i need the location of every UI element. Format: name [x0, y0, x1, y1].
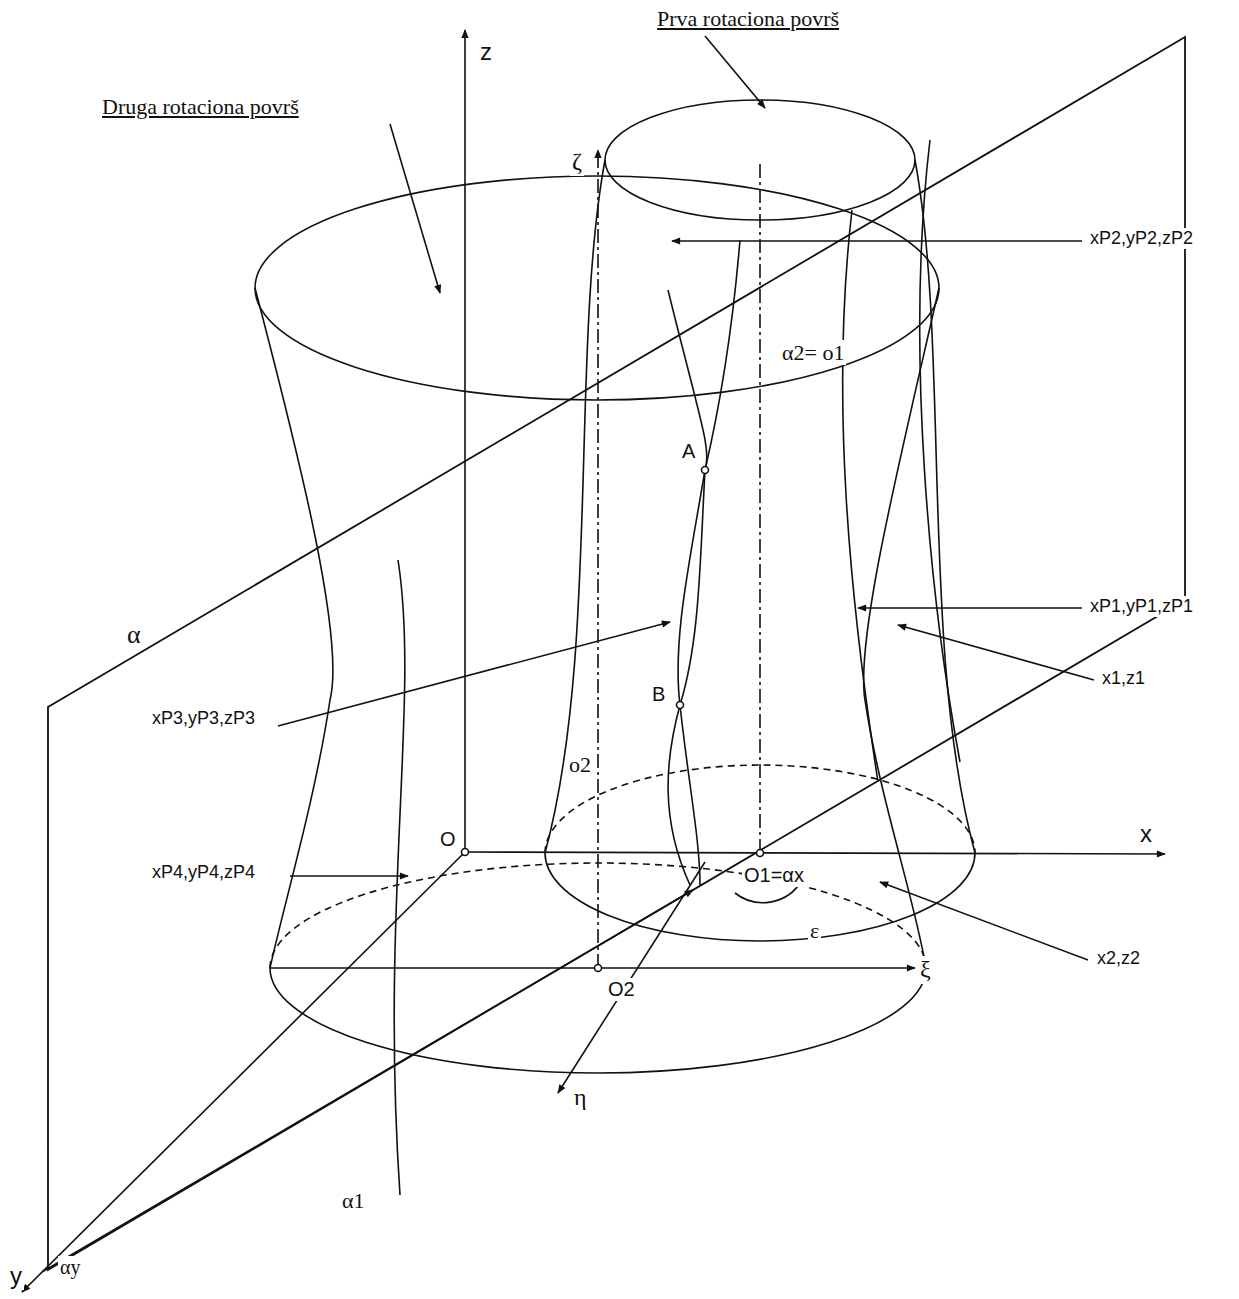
coordinate-label: xP1,yP1,zP1 — [1088, 596, 1195, 617]
plane-label: α1 — [340, 1188, 367, 1213]
plane-label: αy — [58, 1256, 82, 1279]
point-label: O — [438, 828, 458, 851]
axis-label: η — [572, 1084, 589, 1112]
plane-label: α — [125, 620, 143, 650]
coordinate-label: xP2,yP2,zP2 — [1088, 228, 1195, 249]
axis-label: x — [1138, 820, 1154, 848]
coordinate-label: xP4,yP4,zP4 — [150, 862, 257, 883]
coordinate-label: x1,z1 — [1100, 668, 1147, 689]
point-label: B — [650, 683, 667, 706]
axis-label: o2 — [567, 752, 593, 777]
point-label: O1=αx — [742, 864, 806, 887]
coordinate-label: xP3,yP3,zP3 — [150, 708, 257, 729]
axis-label: ξ — [918, 956, 933, 984]
surface-title: Prva rotaciona površ — [655, 6, 841, 31]
axis-label: z — [478, 38, 494, 66]
surface-title: Druga rotaciona površ — [100, 94, 301, 119]
point-label: O2 — [606, 978, 637, 1001]
axis-label: ζ — [570, 148, 584, 176]
angle-label: ε — [808, 918, 821, 943]
coordinate-label: x2,z2 — [1095, 948, 1142, 969]
axis-label: α2= o1 — [780, 340, 846, 365]
axis-label: y — [8, 1262, 24, 1290]
point-label: A — [680, 440, 697, 463]
